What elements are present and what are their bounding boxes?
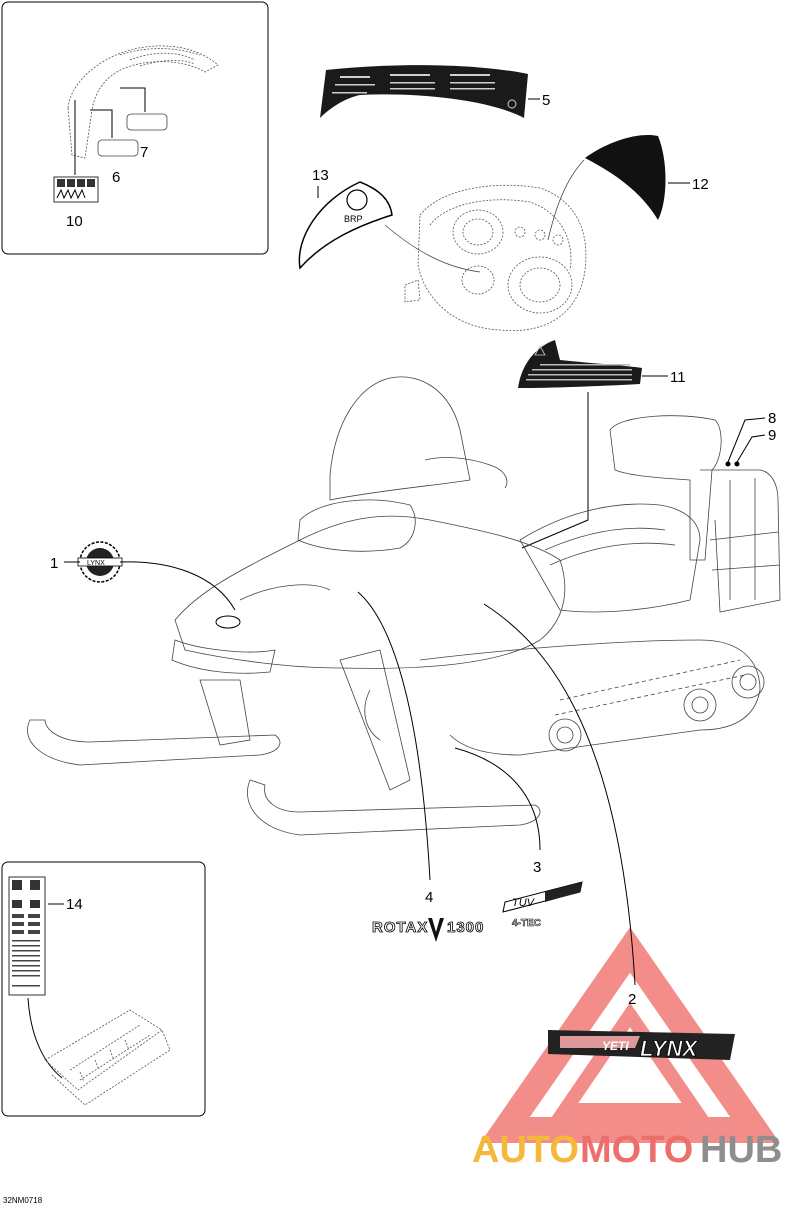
snowmobile-outline [27,376,781,836]
decal-11 [518,340,642,388]
callout-13: 13 [312,167,329,184]
callout-11: 11 [670,369,686,386]
decal-13: BRP [298,181,393,270]
gauge-assembly [404,184,587,332]
inset-hood-part [67,45,219,159]
inset-box-bottom [1,861,206,1117]
inset-seat-base [44,1009,171,1106]
callout-5: 5 [542,92,550,109]
brp-emblem-text: BRP [344,214,363,224]
decal-1-emblem: LYNX [77,541,123,583]
rotax-model-text: 1300 [447,919,484,936]
decal-3-tuv: TUV [502,881,583,913]
decal-7 [126,113,168,131]
callout-8: 8 [768,410,776,427]
decal-2-lynx: YETI LYNX [548,1030,735,1061]
callout-1: 1 [50,555,58,572]
callout-2: 2 [628,991,636,1008]
decal-10 [53,176,99,203]
watermark-hub: HUB [700,1129,782,1171]
callout-12: 12 [692,176,709,193]
decal-5 [320,65,528,118]
lynx-text: LYNX [640,1036,698,1061]
callout-7: 7 [140,144,148,161]
diagram-code: 32NM0718 [3,1196,43,1205]
inset-box-top [1,1,269,255]
watermark-auto: AUTO [472,1129,579,1171]
decal-12 [585,134,666,220]
emblem-label: LYNX [87,560,105,567]
callout-10: 10 [66,213,83,230]
yeti-text: YETI [602,1039,629,1053]
callout-6: 6 [112,169,120,186]
decal-4-rotax: ROTAX 1300 4-TEC [372,918,541,942]
watermark-moto: MOTO [580,1129,693,1171]
decal-6 [97,139,139,157]
callout-4: 4 [425,889,433,906]
callout-9: 9 [768,427,776,444]
callout-3: 3 [533,859,541,876]
rotax-suffix-text: 4-TEC [512,918,541,929]
rotax-text: ROTAX [372,919,428,936]
watermark-text: AUTO MOTO HUB [472,1129,782,1171]
tuv-text: TUV [512,897,536,909]
decal-14 [8,876,46,996]
callout-14: 14 [66,896,83,913]
